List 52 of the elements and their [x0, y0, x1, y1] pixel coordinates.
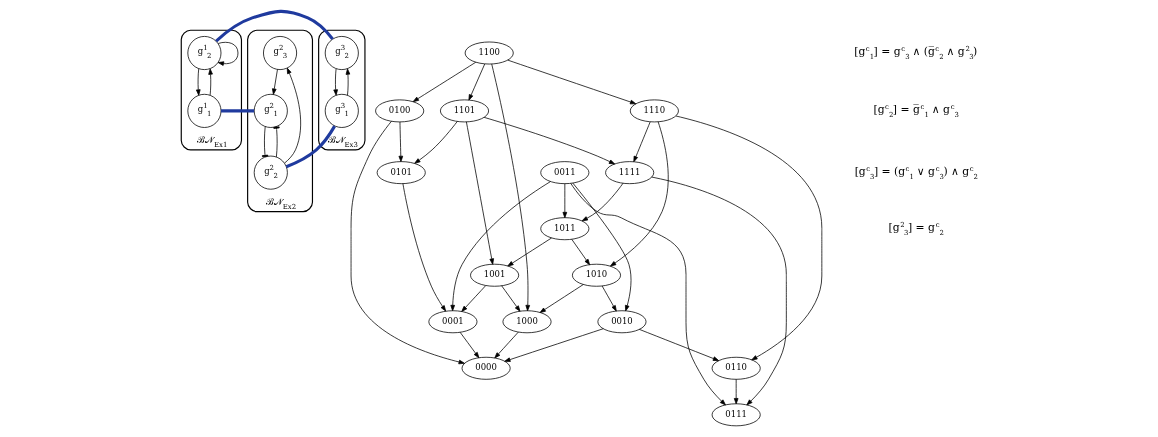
- arrow: [412, 61, 476, 103]
- connector: [272, 126, 280, 158]
- arrow: [500, 285, 520, 312]
- arrow: [675, 115, 822, 361]
- arrow: [195, 68, 201, 96]
- node-ellipse: 1000: [502, 310, 551, 334]
- arrow: [609, 121, 669, 267]
- arrow: [570, 238, 590, 266]
- arrow: [503, 328, 604, 362]
- arrow: [506, 237, 552, 267]
- node-ellipse: 0010: [596, 310, 646, 334]
- connector: [214, 9, 334, 43]
- arrow: [413, 120, 458, 164]
- arrow: [460, 285, 486, 312]
- arrow: [483, 116, 615, 165]
- node-ellipse: 0011: [539, 161, 589, 185]
- arrow: [402, 183, 446, 312]
- arrow: [459, 331, 479, 359]
- arrow: [733, 378, 738, 405]
- connector: [285, 125, 336, 169]
- arrow: [465, 121, 494, 265]
- connector: [261, 126, 268, 158]
- arrow: [345, 68, 350, 96]
- arrow: [350, 120, 465, 365]
- arrow: [271, 69, 278, 95]
- arrow: [632, 121, 651, 163]
- arrow: [490, 63, 530, 312]
- node-ellipse: 0101: [376, 161, 426, 185]
- arrow: [493, 331, 519, 359]
- arrow: [283, 67, 301, 164]
- arrow: [217, 41, 238, 66]
- arrow: [638, 328, 719, 361]
- node-ellipse: 0100: [374, 99, 424, 123]
- arrow: [571, 182, 631, 312]
- node-ellipse: 1101: [439, 99, 489, 123]
- connector: [220, 109, 254, 113]
- arrow: [539, 284, 584, 313]
- arrow: [332, 68, 338, 96]
- arrow: [569, 183, 726, 406]
- arrow: [207, 68, 213, 96]
- node-ellipse: 0111: [711, 403, 761, 427]
- arrow: [650, 176, 787, 406]
- node-ellipse: 1100: [464, 41, 514, 65]
- arrow: [506, 59, 636, 105]
- arrow: [581, 182, 623, 222]
- arrow: [468, 63, 485, 101]
- label: [g$^{c}$$_{1}$] = g$^{c}$$_{3}$ ∧ (g̅$^{c}$$_{2}$ ∧ g$^{2}$$_{3}$): [853, 45, 977, 62]
- arrow: [601, 285, 617, 312]
- arrow: [562, 183, 567, 219]
- arrow: [398, 121, 403, 162]
- arrow: [449, 181, 551, 312]
- node-ellipse: 0001: [427, 310, 477, 334]
